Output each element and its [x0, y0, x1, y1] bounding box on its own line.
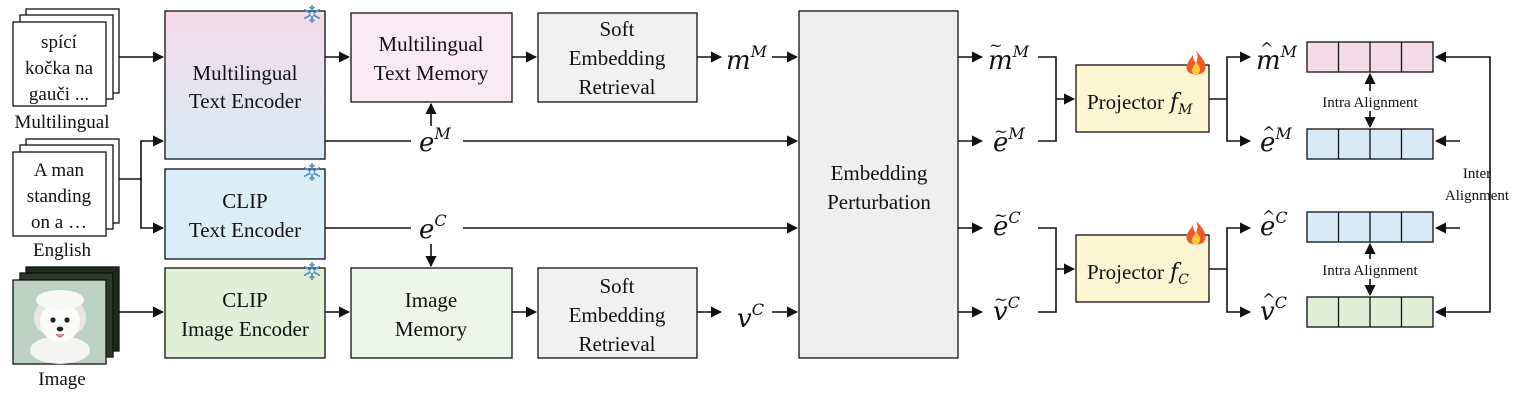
vector-e-C-hat: [1306, 211, 1434, 243]
inter-alignment-label-1: Inter: [1463, 166, 1491, 182]
svg-text:^: ^: [1262, 207, 1275, 226]
multilingual-line-3: gauči ...: [29, 84, 89, 105]
perturbation-label-2: Perturbation: [827, 190, 931, 214]
symbol-e-M-tilde: ~ eM: [993, 122, 1025, 158]
svg-text:^: ^: [1262, 123, 1275, 142]
connectors: [119, 51, 1491, 318]
svg-text:mM: mM: [726, 42, 768, 76]
retrieval-bottom-label-2: Embedding: [569, 303, 666, 327]
symbol-e-M: eM: [419, 124, 451, 158]
clip-text-encoder-label-1: CLIP: [222, 189, 268, 213]
vector-e-M-hat: [1306, 128, 1434, 160]
english-text-input: A man standing on a …: [12, 138, 120, 237]
image-memory-label-1: Image: [405, 288, 457, 312]
dog-photo-thumbnail: [14, 281, 105, 364]
retrieval-top-label-3: Retrieval: [579, 75, 656, 99]
clip-image-encoder-label-2: Image Encoder: [181, 317, 309, 341]
svg-text:mM: mM: [988, 42, 1030, 76]
embedding-perturbation: Embedding Perturbation: [798, 10, 959, 359]
svg-text:eC: eC: [1260, 208, 1288, 242]
soft-embedding-retrieval-bottom: Soft Embedding Retrieval: [537, 267, 698, 359]
clip-image-encoder: CLIP Image Encoder: [164, 261, 326, 359]
symbol-e-C-hat: ^ eC: [1260, 207, 1288, 242]
image-memory-label-2: Memory: [395, 317, 468, 341]
intra-alignment-top-label: Intra Alignment: [1322, 95, 1418, 111]
symbol-e-M-hat: ^ eM: [1260, 123, 1292, 158]
soft-embedding-retrieval-top: Soft Embedding Retrieval: [537, 12, 698, 103]
vector-v-C-hat: [1306, 296, 1434, 328]
svg-text:eM: eM: [1260, 124, 1292, 158]
english-line-3: on a …: [31, 212, 87, 233]
retrieval-bottom-label-3: Retrieval: [579, 332, 656, 356]
text-memory-label-2: Text Memory: [374, 61, 489, 85]
multilingual-line-1: spící: [41, 32, 78, 53]
symbol-m-M-tilde: ~ mM: [988, 36, 1030, 76]
clip-text-encoder-label-2: Text Encoder: [189, 218, 301, 242]
multilingual-encoder-label-2: Text Encoder: [189, 89, 301, 113]
flame-icon: [1186, 221, 1206, 245]
multilingual-text-memory: Multilingual Text Memory: [350, 12, 513, 103]
svg-text:^: ^: [1262, 290, 1275, 309]
symbol-m-M-hat: ^ mM: [1256, 39, 1298, 76]
svg-text:~: ~: [994, 290, 1007, 309]
image-memory: Image Memory: [350, 267, 513, 359]
symbol-e-C-tilde: ~ eC: [993, 206, 1021, 242]
inter-alignment-label-2: Alignment: [1445, 188, 1510, 204]
svg-text:vC: vC: [1260, 293, 1287, 327]
english-caption: English: [33, 240, 92, 261]
image-input: [12, 266, 120, 365]
vector-m-M-hat: [1306, 41, 1434, 73]
symbol-e-C: eC: [419, 211, 447, 245]
multilingual-line-2: kočka na: [25, 58, 94, 79]
symbol-v-C-hat: ^ vC: [1260, 290, 1287, 327]
svg-text:eM: eM: [993, 124, 1025, 158]
clip-text-encoder: CLIP Text Encoder: [164, 162, 326, 260]
svg-text:eM: eM: [419, 124, 451, 158]
svg-text:~: ~: [994, 206, 1007, 225]
svg-text:~: ~: [994, 122, 1007, 141]
english-line-1: A man: [34, 160, 85, 181]
symbol-v-C-tilde: ~ vC: [993, 290, 1020, 327]
flame-icon: [1186, 51, 1206, 75]
intra-alignment-bottom-label: Intra Alignment: [1322, 263, 1418, 279]
svg-text:~: ~: [989, 36, 1002, 55]
retrieval-top-label-1: Soft: [599, 17, 634, 41]
retrieval-bottom-label-1: Soft: [599, 274, 634, 298]
image-caption: Image: [38, 369, 85, 390]
multilingual-caption: Multilingual: [15, 112, 110, 133]
english-line-2: standing: [27, 186, 92, 207]
text-memory-label-1: Multilingual: [379, 32, 484, 56]
multilingual-encoder-label-1: Multilingual: [193, 61, 298, 85]
multilingual-text-input: spící kočka na gauči ...: [12, 8, 120, 107]
symbol-v-C: vC: [737, 300, 764, 334]
svg-text:mM: mM: [1256, 42, 1298, 76]
svg-text:vC: vC: [993, 293, 1020, 327]
svg-text:^: ^: [1260, 39, 1273, 58]
multilingual-text-encoder: Multilingual Text Encoder: [164, 4, 326, 160]
retrieval-top-label-2: Embedding: [569, 46, 666, 70]
perturbation-label-1: Embedding: [831, 161, 928, 185]
clip-image-encoder-label-1: CLIP: [222, 288, 268, 312]
svg-text:eC: eC: [993, 208, 1021, 242]
svg-text:eC: eC: [419, 211, 447, 245]
symbol-m-M: mM: [726, 42, 768, 76]
svg-text:vC: vC: [737, 300, 764, 334]
